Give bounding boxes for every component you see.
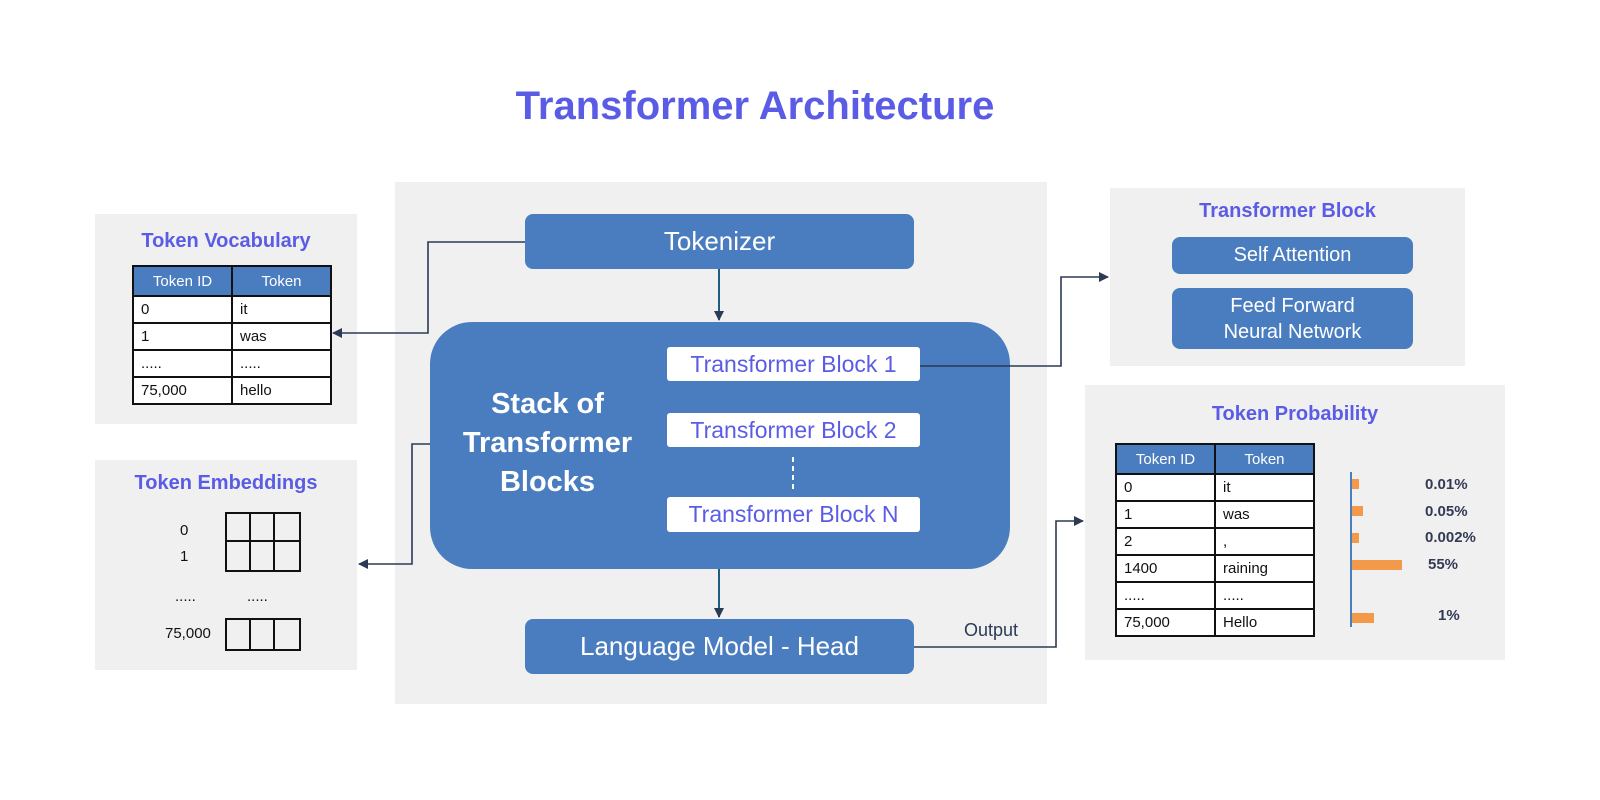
prob-cell: raining [1214, 554, 1315, 583]
embedding-label: 1 [180, 548, 189, 565]
token-embeddings-title: Token Embeddings [134, 472, 318, 494]
prob-cell: 2 [1115, 527, 1216, 556]
probability-bar [1352, 560, 1402, 570]
token-embeddings-panel: Token Embeddings 0 1 ..... ..... 75,000 [95, 460, 357, 670]
embedding-ellipsis: ..... [247, 588, 268, 605]
arrow-stack-to-embeddings [358, 443, 430, 569]
probability-bar [1352, 533, 1359, 543]
probability-bar [1352, 613, 1374, 623]
probability-label: 0.002% [1425, 529, 1476, 546]
tokenizer-box: Tokenizer [525, 214, 914, 269]
probability-label: 0.01% [1425, 476, 1468, 493]
transformer-block-panel: Transformer Block Self Attention Feed Fo… [1110, 188, 1465, 366]
arrow-lm-head-to-probability [914, 516, 1084, 648]
transformer-block-n: Transformer Block N [667, 497, 920, 532]
transformer-block-title: Transformer Block [1199, 200, 1376, 222]
prob-cell: was [1214, 500, 1315, 529]
output-label: Output [964, 620, 1019, 640]
self-attention-box: Self Attention [1172, 237, 1413, 274]
prob-header-token-id: Token ID [1115, 443, 1216, 475]
vocab-cell: 75,000 [132, 376, 233, 405]
stack-label: Stack of Transformer Blocks [462, 388, 633, 498]
prob-cell: 75,000 [1115, 608, 1216, 637]
diagram-title: Transformer Architecture [515, 84, 995, 128]
embedding-grid-bottom [225, 618, 301, 651]
probability-bar [1352, 479, 1359, 489]
vocab-header-token: Token [231, 265, 332, 297]
prob-cell: ..... [1214, 581, 1315, 610]
vocab-cell: ..... [132, 349, 233, 378]
prob-cell: 1400 [1115, 554, 1216, 583]
vocab-header-token-id: Token ID [132, 265, 233, 297]
vocab-cell: hello [231, 376, 332, 405]
prob-cell: it [1214, 473, 1315, 502]
prob-cell: Hello [1214, 608, 1315, 637]
vocab-cell: it [231, 295, 332, 324]
feed-forward-box: Feed Forward Neural Network [1172, 288, 1413, 349]
vocab-cell: 0 [132, 295, 233, 324]
probability-axis [1350, 472, 1352, 627]
transformer-block-1: Transformer Block 1 [667, 347, 920, 381]
lm-head-box: Language Model - Head [525, 619, 914, 674]
prob-header-token: Token [1214, 443, 1315, 475]
prob-cell: 0 [1115, 473, 1216, 502]
vocab-cell: 1 [132, 322, 233, 351]
prob-cell: 1 [1115, 500, 1216, 529]
vocab-cell: ..... [231, 349, 332, 378]
token-probability-title: Token Probability [1211, 403, 1379, 425]
embedding-grid-top [225, 512, 301, 572]
embedding-label: 75,000 [165, 625, 211, 642]
arrow-tokenizer-to-vocabulary [332, 241, 525, 338]
prob-cell: ..... [1115, 581, 1216, 610]
token-vocabulary-title: Token Vocabulary [141, 230, 311, 252]
embedding-ellipsis: ..... [175, 588, 196, 605]
prob-cell: , [1214, 527, 1315, 556]
probability-label: 55% [1428, 556, 1459, 573]
probability-bar [1352, 506, 1363, 516]
probability-label: 1% [1438, 607, 1460, 624]
vocab-cell: was [231, 322, 332, 351]
transformer-block-2: Transformer Block 2 [667, 413, 920, 447]
table-row: .......... [132, 349, 332, 378]
table-row: .......... [1115, 581, 1315, 610]
embedding-label: 0 [180, 522, 189, 539]
table-row: 2, [1115, 527, 1315, 556]
arrow-block1-to-detail [920, 272, 1109, 367]
probability-label: 0.05% [1425, 503, 1468, 520]
